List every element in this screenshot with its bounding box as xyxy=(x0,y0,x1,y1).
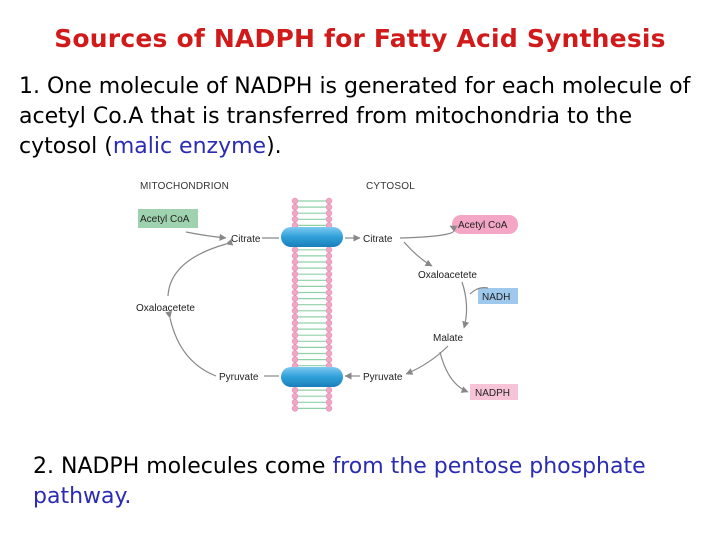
lipid-head xyxy=(325,209,333,217)
lipid-head xyxy=(325,393,333,400)
lipid-head xyxy=(291,344,299,351)
lipid-head xyxy=(325,338,333,345)
lipid-head xyxy=(325,356,333,363)
arrow-pyruvate-to-oxaloacetate xyxy=(165,310,217,377)
lipid-head xyxy=(291,319,299,327)
lipid-head xyxy=(325,271,333,278)
nadh-label: NADH xyxy=(482,292,510,303)
pyruvate-transporter xyxy=(281,367,343,387)
lipid-head xyxy=(325,295,333,302)
cytosol-label: CYTOSOL xyxy=(366,181,415,192)
lipid-head xyxy=(291,405,299,412)
oxaloacetate-mito-label: Oxaloacetete xyxy=(136,303,195,314)
lipid-head xyxy=(291,271,299,278)
citrate-transporter xyxy=(281,227,343,247)
arrow-oxaloacetate-to-malate xyxy=(461,281,470,329)
lipid-head xyxy=(291,203,299,211)
slide-title: Sources of NADPH for Fatty Acid Synthesi… xyxy=(54,24,666,53)
pentose-pathway-highlight: from the pentose phosphate pathway. xyxy=(33,454,646,509)
lipid-head xyxy=(291,246,299,254)
lipid-head xyxy=(291,313,299,321)
lipid-head xyxy=(291,386,299,394)
lipid-head xyxy=(325,307,333,314)
lipid-head xyxy=(325,350,333,357)
point-1-end: ). xyxy=(266,134,282,159)
lipid-head xyxy=(291,252,299,260)
arrow-oxaloacetate-to-citrate xyxy=(167,238,234,297)
pyruvate-mito-label: Pyruvate xyxy=(219,372,259,383)
arrow-to-nadph xyxy=(439,351,469,393)
lipid-head xyxy=(291,356,299,363)
lipid-head xyxy=(325,332,333,339)
lipid-head xyxy=(291,393,299,400)
point-2-body: 2. NADPH molecules come xyxy=(33,454,333,479)
lipid-head xyxy=(325,319,333,327)
nadph-label: NADPH xyxy=(475,388,510,399)
arrow-acetylcoa-to-citrate xyxy=(185,231,227,241)
lipid-head xyxy=(325,313,333,321)
lipid-head xyxy=(325,386,333,394)
point-1-body: 1. One molecule of NADPH is generated fo… xyxy=(19,74,691,159)
acetyl-coa-mito-label: Acetyl CoA xyxy=(140,214,190,225)
citrate-mito-label: Citrate xyxy=(231,234,261,245)
lipid-head xyxy=(325,216,333,223)
acetyl-coa-cyto-label: Acetyl CoA xyxy=(458,220,508,231)
lipid-head xyxy=(291,332,299,339)
pyruvate-cyto-label: Pyruvate xyxy=(363,372,403,383)
lipid-head xyxy=(325,277,333,284)
lipid-head xyxy=(291,264,299,272)
nadh-box xyxy=(478,288,518,304)
lipid-head xyxy=(291,338,299,345)
lipid-head xyxy=(325,252,333,260)
lipid-head xyxy=(325,283,333,290)
mitochondrion-label: MITOCHONDRION xyxy=(140,181,229,192)
arrow-citrate-to-oxaloacetate xyxy=(403,241,433,267)
lipid-head xyxy=(291,216,299,223)
lipid-head xyxy=(325,264,333,272)
lipid-head xyxy=(325,197,333,205)
lipid-head xyxy=(325,344,333,351)
lipid-head xyxy=(291,301,299,308)
lipid-head xyxy=(325,405,333,412)
lipid-head xyxy=(291,289,299,296)
oxaloacetate-cyto-label: Oxaloacetete xyxy=(418,270,477,281)
lipid-head xyxy=(291,295,299,302)
point-2-text: 2. NADPH molecules come from the pentose… xyxy=(33,452,693,512)
lipid-head xyxy=(291,277,299,284)
arrow-malate-to-pyruvate xyxy=(405,345,449,375)
lipid-head xyxy=(325,203,333,211)
malate-cyto-label: Malate xyxy=(433,333,463,344)
lipid-head xyxy=(291,399,299,406)
acetyl-coa-cyto-box xyxy=(452,215,518,234)
lipid-head xyxy=(325,325,333,333)
lipid-head xyxy=(291,307,299,314)
nadph-box xyxy=(470,384,518,400)
lipid-head xyxy=(325,289,333,296)
acetyl-coa-mito-box xyxy=(138,209,198,228)
lipid-head xyxy=(291,209,299,217)
arrow-nadh-branch xyxy=(469,287,489,295)
lipid-head xyxy=(325,399,333,406)
lipid-head xyxy=(291,283,299,290)
malic-enzyme-highlight: malic enzyme xyxy=(112,134,267,159)
lipid-head xyxy=(291,258,299,266)
lipid-head xyxy=(325,246,333,254)
lipid-head xyxy=(291,197,299,205)
point-1-text: 1. One molecule of NADPH is generated fo… xyxy=(19,72,709,162)
lipid-head xyxy=(291,350,299,357)
arrow-citrate-to-acetylcoa xyxy=(399,225,458,239)
lipid-head xyxy=(325,301,333,308)
lipid-head xyxy=(291,325,299,333)
lipid-head xyxy=(325,258,333,266)
citrate-cyto-label: Citrate xyxy=(363,234,393,245)
